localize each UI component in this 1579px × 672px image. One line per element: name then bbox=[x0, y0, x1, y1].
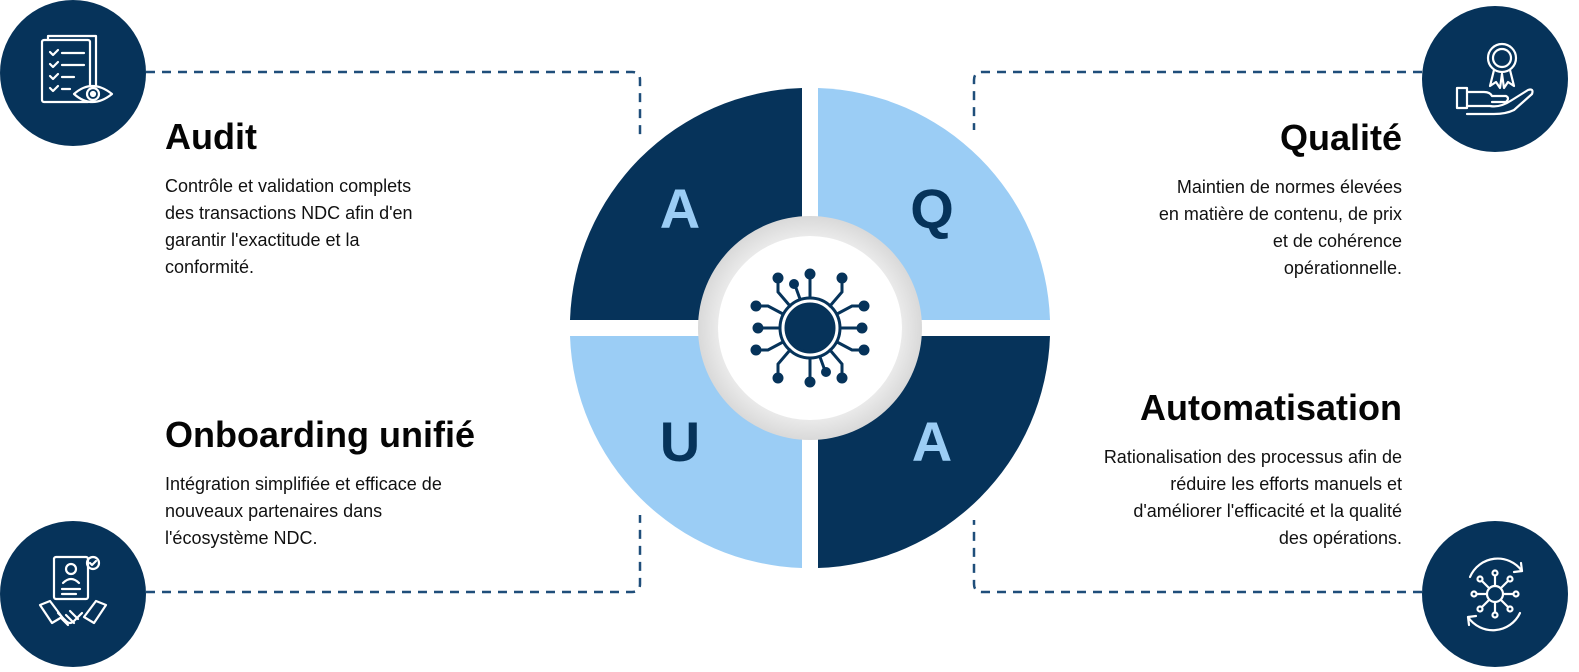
section-qualite-description: Maintien de normes élevées en matière de… bbox=[1082, 174, 1402, 282]
connector-top-left bbox=[146, 70, 642, 135]
connector-top-right bbox=[972, 70, 1422, 130]
letter-top-right: Q bbox=[910, 177, 954, 240]
section-qualite: Qualité Maintien de normes élevées en ma… bbox=[1082, 116, 1402, 282]
letter-bottom-left: U bbox=[660, 410, 700, 473]
description-line: réduire les efforts manuels et bbox=[1170, 474, 1402, 494]
quality-award-hand-icon bbox=[1422, 6, 1568, 152]
description-line: Rationalisation des processus afin de bbox=[1103, 447, 1402, 467]
section-qualite-title: Qualité bbox=[1279, 117, 1402, 158]
description-line: en matière de contenu, de prix bbox=[1158, 204, 1402, 224]
automation-cycle-icon bbox=[1422, 521, 1568, 667]
description-line: Intégration simplifiée et efficace de bbox=[165, 474, 442, 494]
section-audit-title: Audit bbox=[165, 116, 257, 157]
description-line: Contrôle et validation complets bbox=[165, 176, 412, 196]
section-automatisation: Automatisation Rationalisation des proce… bbox=[1042, 386, 1402, 552]
description-line: Maintien de normes élevées bbox=[1176, 177, 1402, 197]
description-line: des opérations. bbox=[1278, 528, 1402, 548]
circuit-chip-icon bbox=[750, 268, 870, 388]
description-line: conformité. bbox=[165, 257, 255, 277]
section-onboarding-description: Intégration simplifiée et efficace de no… bbox=[165, 471, 510, 552]
description-line: d'améliorer l'efficacité et la qualité bbox=[1133, 501, 1402, 521]
letter-bottom-right: A bbox=[912, 410, 952, 473]
section-audit: Audit Contrôle et validation complets de… bbox=[165, 115, 475, 281]
connector-bottom-left bbox=[146, 515, 642, 594]
letter-top-left: A bbox=[660, 177, 700, 240]
connector-bottom-right bbox=[972, 520, 1422, 594]
description-line: et de cohérence bbox=[1272, 231, 1402, 251]
section-audit-description: Contrôle et validation complets des tran… bbox=[165, 173, 475, 281]
description-line: garantir l'exactitude et la bbox=[165, 230, 360, 250]
section-automatisation-description: Rationalisation des processus afin de ré… bbox=[1042, 444, 1402, 552]
description-line: opérationnelle. bbox=[1283, 258, 1402, 278]
section-onboarding: Onboarding unifié Intégration simplifiée… bbox=[165, 413, 510, 552]
section-onboarding-title: Onboarding unifié bbox=[165, 414, 475, 455]
section-automatisation-title: Automatisation bbox=[1139, 387, 1402, 428]
description-line: nouveaux partenaires dans bbox=[165, 501, 383, 521]
description-line: des transactions NDC afin d'en bbox=[165, 203, 413, 223]
description-line: l'écosystème NDC. bbox=[165, 528, 318, 548]
aqua-wheel: A Q U A bbox=[560, 78, 1060, 578]
handshake-contract-icon bbox=[0, 521, 146, 667]
document-audit-eye-icon bbox=[0, 0, 146, 146]
